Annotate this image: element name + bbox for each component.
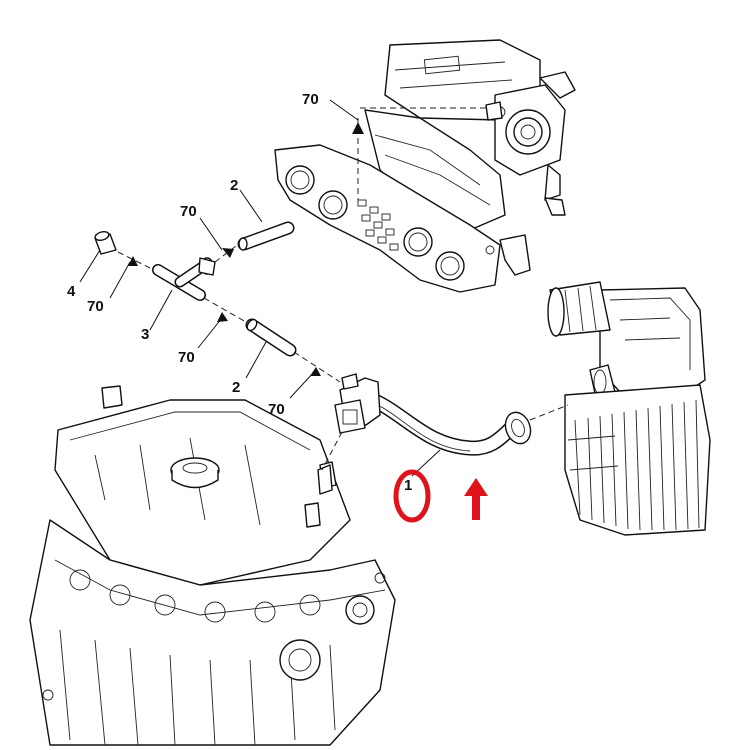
callout-2-low: 2: [232, 379, 240, 396]
callout-3: 3: [141, 326, 149, 343]
torque-markers: [128, 122, 364, 376]
part-1-breather-hose: [334, 373, 532, 456]
part-4-cap: [94, 231, 117, 255]
part-2-hose-lower: [245, 318, 297, 357]
engine-block: [29, 385, 396, 746]
red-circle-marker: [393, 469, 431, 523]
callout-70-top: 70: [302, 91, 319, 108]
callout-labels: 70 2 70 4 70 3 70 2 70 1: [67, 91, 412, 494]
callout-4: 4: [67, 283, 76, 300]
part-2-hose-upper: [237, 221, 295, 251]
callout-70-low: 70: [178, 349, 195, 366]
callout-1: 1: [404, 477, 412, 494]
red-highlight: [393, 469, 488, 523]
callout-2-top: 2: [230, 177, 238, 194]
callout-70-left: 70: [87, 298, 104, 315]
callout-70-bottom: 70: [268, 401, 285, 418]
intake-manifold: [274, 39, 576, 293]
red-up-arrow-icon: [464, 478, 488, 520]
callout-70-mid: 70: [180, 203, 197, 220]
part-3-t-connector: [152, 257, 216, 301]
air-filter-box: [547, 281, 711, 536]
